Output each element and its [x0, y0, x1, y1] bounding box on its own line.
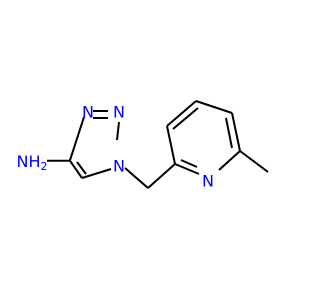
molecule-canvas: NH2 N N N N [16, 100, 269, 191]
bond-c5-c6-outer [231, 112, 241, 152]
molecule-structure: NH2 N N N N [17, 100, 269, 191]
triazole-n1-label: N [113, 157, 125, 176]
triazole-n3-label: N [82, 103, 94, 122]
bond-c2-c3 [166, 125, 176, 165]
bond-n-c2-outer [174, 163, 200, 175]
atom-labels: NH2 N N N N [17, 103, 214, 191]
bond-n-c2-inner [180, 159, 198, 168]
bond-n3-c4 [68, 116, 85, 162]
bond-n2-n1 [116, 121, 120, 141]
bond-c5-c6-inner [225, 117, 233, 149]
bond-c4-c5-outer [69, 160, 83, 179]
bond-c6-n [218, 150, 241, 171]
bond-ch2-c2 [147, 163, 176, 189]
bond-c3-c4-outer [166, 100, 197, 127]
bond-n1-ch2 [124, 167, 149, 189]
bond-n1-c5 [81, 168, 112, 179]
bond-c4-c5 [195, 100, 233, 114]
bond-c4-c5-inner [76, 161, 87, 175]
triazole-n2-label: N [113, 103, 125, 122]
bond-c6-methyl [239, 150, 269, 173]
pyridine-n-label: N [202, 172, 214, 191]
amine-label: NH2 [17, 152, 48, 173]
bond-c3-c4-inner [172, 107, 199, 130]
bonds [47, 100, 269, 189]
